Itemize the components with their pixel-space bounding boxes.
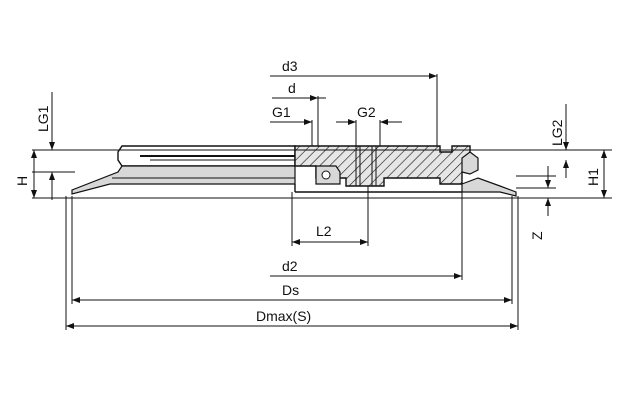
label-h: H — [14, 176, 30, 186]
dim-h1-arrow-bottom — [601, 190, 607, 198]
dim-lg1-arrow — [49, 142, 55, 150]
label-d3: d3 — [282, 58, 298, 74]
label-g1: G1 — [272, 104, 291, 120]
dim-g2-arrow-left — [348, 119, 356, 125]
dim-lg2-lower-arrow — [563, 160, 569, 168]
label-lg1: LG1 — [35, 105, 51, 132]
dim-dmax-arrow-right — [510, 323, 518, 329]
dimensions — [31, 73, 607, 329]
dim-dmax-arrow-left — [66, 323, 74, 329]
right-seal — [461, 151, 479, 175]
label-ds: Ds — [282, 282, 299, 298]
dim-h1-arrow-top — [601, 150, 607, 158]
dim-ds-arrow-left — [72, 297, 80, 303]
label-l2: L2 — [316, 223, 332, 239]
dimension-labels: d3 d G1 G2 L2 d2 Ds Dmax(S) LG1 H LG2 H1… — [14, 58, 601, 324]
label-g2: G2 — [357, 104, 376, 120]
dim-g2-arrow-right — [380, 119, 388, 125]
dim-l2-arrow-left — [292, 239, 300, 245]
label-dmax: Dmax(S) — [256, 308, 311, 324]
right-lip — [461, 177, 517, 197]
dim-lg2-arrow — [563, 142, 569, 150]
dim-ds-arrow-right — [504, 297, 512, 303]
dim-h-arrow-top — [31, 150, 37, 158]
label-lg2: LG2 — [549, 119, 565, 146]
dim-z-arrow-top — [545, 180, 551, 188]
label-h1: H1 — [585, 168, 601, 186]
g2-bore — [355, 145, 377, 187]
dim-d2-arrow — [454, 273, 462, 279]
reference-lines — [32, 74, 612, 330]
dim-lg1-lower-arrow — [49, 172, 55, 180]
dim-h-arrow-bottom — [31, 190, 37, 198]
o-ring — [321, 170, 331, 180]
dim-d3-arrow — [429, 73, 437, 79]
dim-z-arrow-bottom — [545, 198, 551, 206]
dim-d-arrow — [310, 95, 318, 101]
label-d: d — [288, 80, 296, 96]
left-lip — [71, 165, 296, 195]
dim-l2-arrow-right — [360, 239, 368, 245]
dim-g1-arrow — [304, 119, 312, 125]
label-z: Z — [529, 231, 545, 240]
label-d2: d2 — [282, 258, 298, 274]
suction-cup-body — [71, 145, 517, 197]
